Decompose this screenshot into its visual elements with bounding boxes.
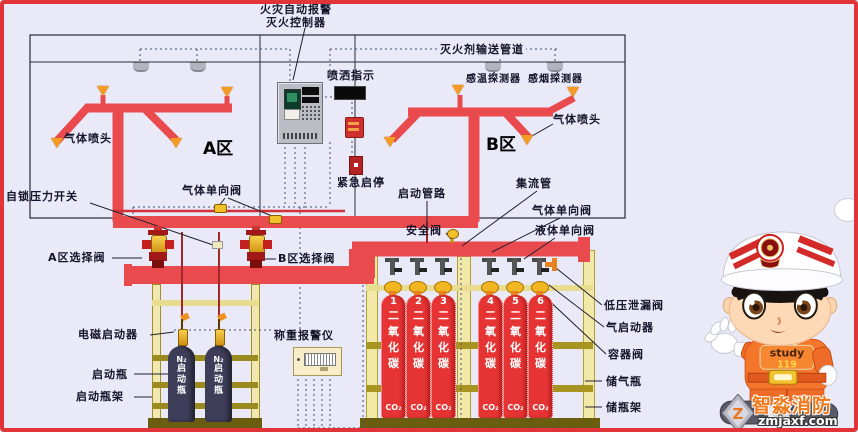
label-selector-b: B区选择阀 — [278, 252, 336, 265]
container-valve-assembly — [431, 258, 453, 296]
red-pipes — [54, 94, 590, 286]
panel-printer-slot — [284, 109, 300, 120]
label-selector-a: A区选择阀 — [48, 251, 106, 264]
label-spray-indicator: 喷洒指示 — [327, 69, 375, 82]
container-valve-assembly — [381, 258, 403, 296]
mascot-helmet — [720, 231, 844, 292]
svg-text:study: study — [770, 346, 804, 359]
smoke-detector — [190, 62, 206, 72]
gas-nozzle-icon — [97, 86, 109, 96]
co2-cylinder: 2 二氧化碳 CO₂ — [406, 295, 431, 418]
safety-valve — [447, 229, 459, 239]
pressure-switch-tap — [212, 241, 223, 249]
label-controller: 火灾自动报警 灭火控制器 — [260, 3, 332, 29]
container-valve-assembly — [478, 258, 500, 296]
label-zone-b: B区 — [486, 135, 516, 155]
label-manifold: 集流管 — [516, 177, 552, 190]
gas-nozzle-icon — [567, 87, 579, 97]
label-gas-storage-bottle: 储气瓶 — [606, 375, 642, 388]
label-emergency-stop: 紧急启停 — [337, 176, 385, 189]
brand-logo: Z 智淼消防 zmjaxf.com — [718, 390, 858, 432]
emergency-start-stop-button — [349, 156, 363, 175]
label-agent-pipe: 灭火剂输送管道 — [438, 43, 526, 56]
label-smoke-detector: 感烟探测器 — [528, 74, 583, 85]
spray-indicator-sign — [334, 86, 366, 100]
label-solenoid-starter: 电磁启动器 — [78, 328, 138, 341]
weighing-alarm-device — [293, 347, 342, 376]
mascot-firefighter: study 119 — [704, 231, 844, 426]
label-storage-bottle-rack: 储瓶架 — [606, 401, 642, 414]
container-valve-assembly — [503, 258, 525, 296]
label-start-bottle-rack: 启动瓶架 — [76, 390, 124, 403]
brand-diamond-icon: Z — [722, 394, 754, 432]
co2-cylinder: 1 二氧化碳 CO₂ — [381, 295, 406, 418]
heat-detector — [485, 62, 501, 72]
panel-screen — [284, 89, 301, 110]
label-pressure-switch: 自锁压力开关 — [6, 190, 78, 203]
container-valve-assembly — [528, 258, 557, 296]
gas-nozzle-icon — [521, 135, 533, 145]
label-liquid-check: 液体单向阀 — [535, 224, 595, 237]
smoke-detector — [547, 62, 563, 72]
svg-text:Z: Z — [733, 405, 744, 423]
gas-nozzle-icon — [452, 85, 464, 95]
n2-start-bottle: N₂ 启动瓶 — [168, 346, 195, 422]
label-weighing-alarm: 称重报警仪 — [274, 329, 334, 342]
label-gas-check-left: 气体单向阀 — [182, 184, 242, 197]
fire-alarm-control-panel — [277, 82, 323, 144]
n2-start-bottle: N₂ 启动瓶 — [205, 346, 232, 422]
label-low-pressure-leak: 低压泄漏阀 — [604, 299, 664, 312]
mascot-eyes — [742, 291, 818, 320]
brand-site: zmjaxf.com — [758, 413, 838, 428]
gas-nozzle-icon — [170, 138, 182, 148]
gas-nozzle-icon — [221, 87, 233, 97]
gas-nozzle-icon — [384, 137, 396, 147]
label-gas-starter: 气启动器 — [606, 321, 654, 334]
label-container-valve: 容器阀 — [608, 348, 644, 361]
pipe-zone-b — [389, 94, 576, 222]
zone-b-selector-valve — [240, 226, 272, 270]
co2-cylinder: 3 二氧化碳 CO₂ — [431, 295, 456, 418]
co2-cylinder: 4 二氧化碳 CO₂ — [478, 295, 503, 418]
brand-name: 智淼消防 — [752, 395, 833, 417]
label-heat-detector: 感温探测器 — [466, 74, 521, 85]
gas-nozzle-icon — [51, 138, 63, 148]
co2-cylinder: 6 二氧化碳 CO₂ — [528, 295, 553, 418]
solenoid-starter — [212, 312, 227, 346]
pipe-zone-a — [54, 95, 232, 222]
gas-check-valve — [214, 204, 227, 213]
low-pressure-leak-valve — [545, 262, 557, 267]
container-valve-assembly — [406, 258, 428, 296]
solenoid-starter — [175, 312, 190, 346]
zone-a-selector-valve — [142, 226, 174, 270]
gas-check-valve — [269, 215, 282, 224]
label-safety-valve: 安全阀 — [406, 224, 442, 237]
sound-light-alarm — [345, 117, 364, 138]
label-start-pipe: 启动管路 — [398, 187, 446, 200]
label-nozzle-a: 气体喷头 — [64, 132, 112, 145]
svg-text:119: 119 — [777, 359, 797, 370]
co2-cylinder: 5 二氧化碳 CO₂ — [503, 295, 528, 418]
panel-keypad — [301, 105, 320, 121]
label-zone-a: A区 — [203, 139, 234, 159]
label-gas-check-right: 气体单向阀 — [532, 204, 592, 217]
label-start-bottle: 启动瓶 — [92, 368, 128, 381]
label-nozzle-b: 气体喷头 — [553, 113, 601, 126]
smoke-detector — [133, 62, 149, 72]
